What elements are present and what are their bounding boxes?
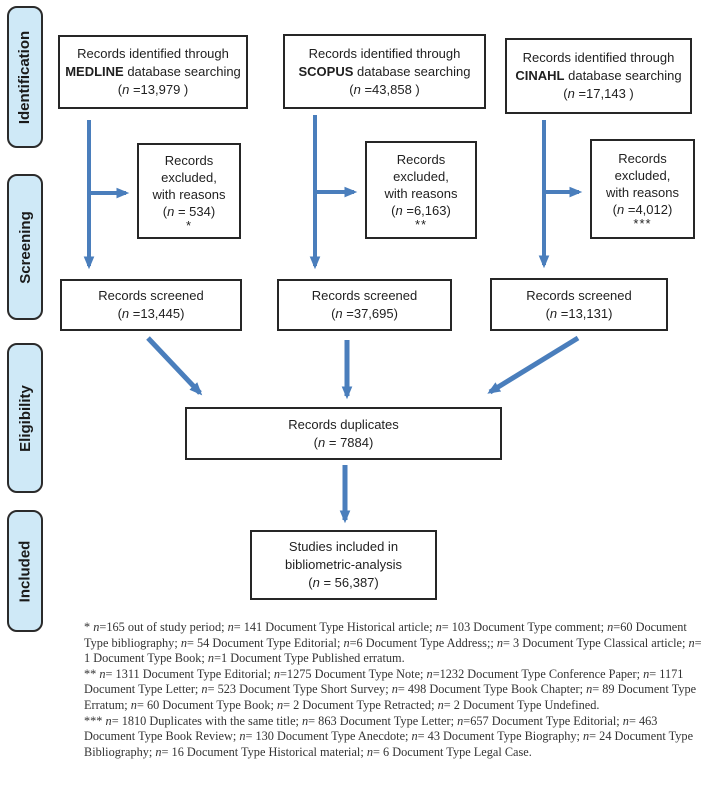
box-identified-cinahl-line2: CINAHL database searching: [515, 68, 682, 83]
box-screened-medline-line1: Records screened: [98, 288, 204, 303]
box-excluded-medline-line1: Records: [164, 152, 214, 168]
stage-eligibility-label: Eligibility: [16, 384, 34, 452]
stage-screening: Screening: [7, 174, 43, 320]
stage-identification-label: Identification: [16, 30, 34, 124]
box-excluded-cinahl: Records excluded, with reasons (n =4,012…: [590, 139, 695, 239]
arrow-screened3-to-duplicates: [487, 335, 580, 395]
box-screened-cinahl-count: (n =13,131): [545, 305, 613, 321]
stage-identification: Identification: [7, 6, 43, 148]
box-screened-scopus-line1: Records screened: [311, 288, 418, 303]
box-identified-medline-line1: Records identified through: [77, 46, 229, 61]
box-excluded-medline: Records excluded, with reasons (n = 534)…: [137, 143, 241, 239]
box-excluded-cinahl-count: (n =4,012): [612, 201, 673, 217]
box-studies-included-line1: Studies included in: [288, 539, 399, 554]
footnotes-block: * n=165 out of study period; n= 141 Docu…: [84, 620, 708, 760]
box-duplicates-count: (n = 7884): [313, 434, 374, 450]
box-identified-medline-line2: MEDLINE database searching: [65, 64, 241, 79]
footnote-2: ** n= 1311 Document Type Editorial; n=12…: [84, 666, 697, 712]
box-excluded-medline-line2: excluded,: [161, 169, 217, 185]
box-identified-scopus-line2: SCOPUS database searching: [298, 63, 471, 79]
box-screened-cinahl-line1: Records screened: [526, 287, 632, 303]
box-excluded-medline-line3: with reasons: [152, 186, 226, 202]
box-excluded-scopus: Records excluded, with reasons (n =6,163…: [365, 141, 477, 239]
stage-included-label: Included: [16, 540, 34, 602]
box-screened-scopus: Records screened (n =37,695): [277, 279, 452, 331]
box-excluded-cinahl-line2: excluded,: [614, 167, 671, 183]
box-studies-included: Studies included in bibliometric-analysi…: [250, 530, 437, 600]
box-excluded-medline-count: (n = 534): [162, 203, 216, 219]
box-excluded-scopus-line2: excluded,: [393, 168, 449, 184]
stage-screening-label: Screening: [16, 210, 34, 284]
box-identified-medline-count: (n =13,979 ): [117, 82, 189, 97]
box-identified-cinahl-count: (n =17,143 ): [563, 86, 634, 101]
box-excluded-scopus-footnote-marker: **: [414, 216, 428, 232]
box-identified-medline: Records identified through MEDLINE datab…: [58, 35, 248, 109]
box-excluded-cinahl-footnote-marker: ***: [633, 215, 652, 231]
box-excluded-cinahl-line3: with reasons: [606, 184, 679, 200]
box-excluded-scopus-count: (n =6,163): [391, 202, 451, 218]
box-studies-included-line2: bibliometric-analysis: [284, 557, 403, 572]
box-excluded-scopus-line3: with reasons: [384, 185, 458, 201]
box-excluded-scopus-line1: Records: [396, 151, 446, 167]
box-excluded-cinahl-line1: Records: [618, 150, 667, 166]
box-identified-cinahl-line1: Records identified through: [522, 50, 675, 65]
box-identified-scopus-count: (n =43,858 ): [349, 81, 420, 97]
box-excluded-medline-footnote-marker: *: [185, 217, 193, 233]
box-duplicates: Records duplicates (n = 7884): [185, 407, 502, 460]
box-screened-cinahl: Records screened (n =13,131): [490, 278, 668, 331]
stage-included: Included: [7, 510, 43, 632]
box-studies-included-count: (n = 56,387): [308, 575, 379, 590]
box-screened-medline: Records screened (n =13,445): [60, 279, 242, 331]
arrow-screened1-to-duplicates: [146, 336, 203, 396]
box-screened-scopus-count: (n =37,695): [331, 306, 398, 321]
box-identified-scopus-line1: Records identified through: [308, 45, 461, 61]
box-screened-medline-count: (n =13,445): [117, 306, 185, 321]
box-identified-cinahl: Records identified through CINAHL databa…: [505, 38, 692, 114]
footnote-3: *** n= 1810 Duplicates with the same tit…: [84, 713, 694, 759]
stage-eligibility: Eligibility: [7, 343, 43, 493]
footnote-1: * n=165 out of study period; n= 141 Docu…: [84, 620, 702, 666]
box-identified-scopus: Records identified through SCOPUS databa…: [283, 34, 486, 109]
box-duplicates-line1: Records duplicates: [288, 416, 399, 432]
